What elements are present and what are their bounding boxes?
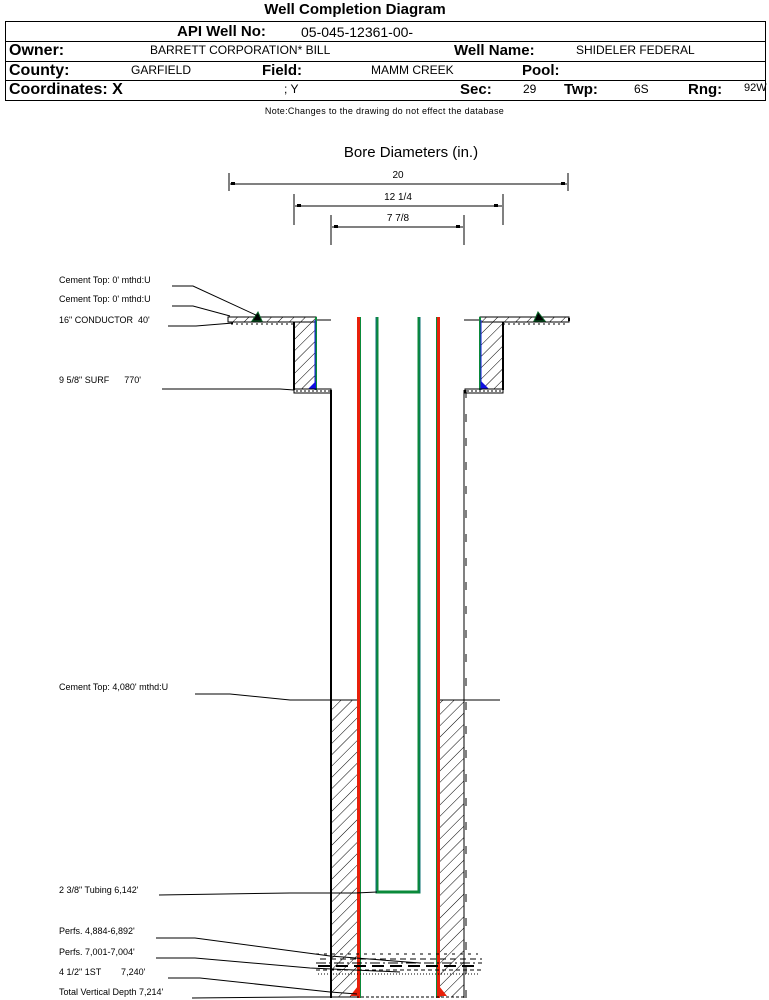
- annotation-production-casing: 4 1/2" 1ST 7,240': [59, 967, 146, 977]
- divider: [5, 61, 766, 62]
- bore-dimension-20: 20: [228, 170, 569, 191]
- bore-dimension-12-1-4: 12 1/4: [293, 192, 504, 225]
- annotation-surface-casing: 9 5/8" SURF 770': [59, 375, 141, 385]
- leader-lines: [156, 285, 421, 999]
- production-cement-left: [332, 700, 357, 997]
- divider: [5, 80, 766, 81]
- twp-value: 6S: [634, 82, 649, 96]
- api-label: API Well No:: [177, 23, 266, 40]
- coordinates-row: Coordinates: X ; Y Sec: 29 Twp: 6S Rng: …: [5, 80, 767, 100]
- production-cement-right: [440, 700, 464, 997]
- bore-label-12-1-4: 12 1/4: [384, 192, 412, 203]
- well-name-value: SHIDELER FEDERAL: [576, 43, 695, 57]
- annotation-cement-top-4080: Cement Top: 4,080' mthd:U: [59, 682, 168, 692]
- page-title: Well Completion Diagram: [264, 1, 446, 18]
- divider: [5, 41, 766, 42]
- rng-value: 92W: [744, 82, 767, 94]
- owner-label: Owner:: [9, 42, 65, 59]
- production-casing-right: [436, 317, 447, 998]
- database-note: Note:Changes to the drawing do not effec…: [264, 106, 505, 116]
- field-value: MAMM CREEK: [371, 63, 454, 77]
- api-row: API Well No: 05-045-12361-00-: [5, 21, 766, 41]
- county-value: GARFIELD: [131, 63, 192, 77]
- rng-label: Rng:: [688, 81, 723, 98]
- sec-label: Sec:: [460, 81, 492, 98]
- annotation-conductor: 16" CONDUCTOR 40': [59, 315, 150, 325]
- production-shoe-right: [439, 986, 447, 996]
- twp-label: Twp:: [564, 81, 598, 98]
- owner-value: BARRETT CORPORATION* BILL: [150, 43, 331, 57]
- annotation-perfs-2: Perfs. 7,001-7,004': [59, 947, 135, 957]
- field-label: Field:: [262, 62, 302, 79]
- bore-dimension-7-7-8: 7 7/8: [330, 213, 465, 245]
- surface-cement-left: [293, 317, 332, 394]
- annotation-perfs-1: Perfs. 4,884-6,892': [59, 926, 135, 936]
- bore-label-20: 20: [392, 170, 404, 181]
- county-row: County: GARFIELD Field: MAMM CREEK Pool:: [5, 61, 766, 81]
- perforations: [316, 953, 482, 975]
- pool-label: Pool:: [522, 62, 560, 79]
- cement-top-marker-left: [251, 310, 263, 322]
- coordinates-y: ; Y: [284, 82, 299, 96]
- county-label: County:: [9, 62, 70, 79]
- annotation-tubing: 2 3/8" Tubing 6,142': [59, 885, 139, 895]
- sec-value: 29: [523, 82, 537, 96]
- surface-shoe-right: [481, 381, 489, 389]
- cement-top-marker-right: [533, 311, 547, 322]
- annotation-cement-top-surface: Cement Top: 0' mthd:U: [59, 294, 151, 304]
- api-value: 05-045-12361-00-: [301, 24, 414, 40]
- surface-shoe-left: [308, 381, 316, 389]
- bore-diameters-title: Bore Diameters (in.): [344, 144, 478, 161]
- annotation-cement-top-conductor: Cement Top: 0' mthd:U: [59, 275, 151, 285]
- bore-label-7-7-8: 7 7/8: [387, 213, 410, 224]
- well-name-label: Well Name:: [454, 42, 535, 59]
- tubing: [375, 317, 421, 894]
- surface-cement-right: [464, 317, 504, 394]
- annotation-total-depth: Total Vertical Depth 7,214': [59, 987, 164, 997]
- coordinates-label: Coordinates: X: [9, 81, 123, 98]
- owner-row: Owner: BARRETT CORPORATION* BILL Well Na…: [5, 41, 766, 61]
